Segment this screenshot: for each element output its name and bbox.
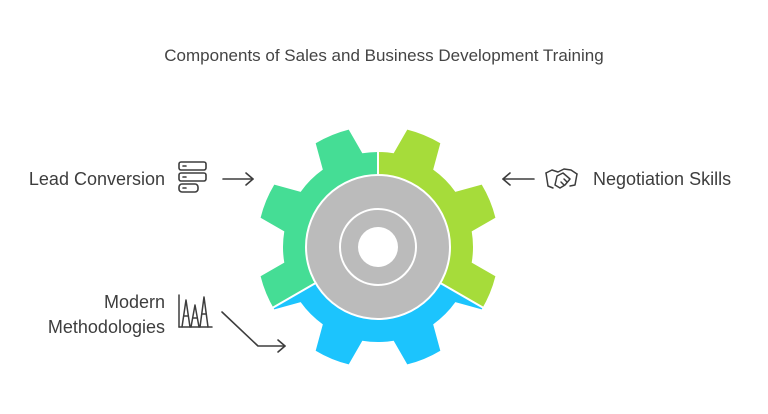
modern-methodologies-label-line1: Modern bbox=[103, 292, 165, 312]
lead-conversion-label: Lead Conversion bbox=[28, 169, 165, 189]
bar-chart-icon bbox=[178, 294, 213, 328]
center-ring bbox=[339, 208, 417, 286]
lead-conversion-arrow bbox=[222, 172, 254, 186]
modern-methodologies-sector bbox=[260, 247, 496, 365]
diagram-title: Components of Sales and Business Develop… bbox=[164, 46, 604, 65]
handshake-icon bbox=[545, 168, 578, 189]
center-hole bbox=[358, 227, 398, 267]
modern-methodologies-arrow bbox=[221, 311, 286, 353]
modern-methodologies-label-line2: Methodologies bbox=[47, 317, 165, 337]
negotiation-skills-arrow bbox=[502, 172, 535, 186]
modern-methodologies-label: Modern Methodologies bbox=[48, 290, 165, 340]
negotiation-skills-label: Negotiation Skills bbox=[593, 169, 732, 189]
server-stack-icon bbox=[178, 161, 207, 193]
